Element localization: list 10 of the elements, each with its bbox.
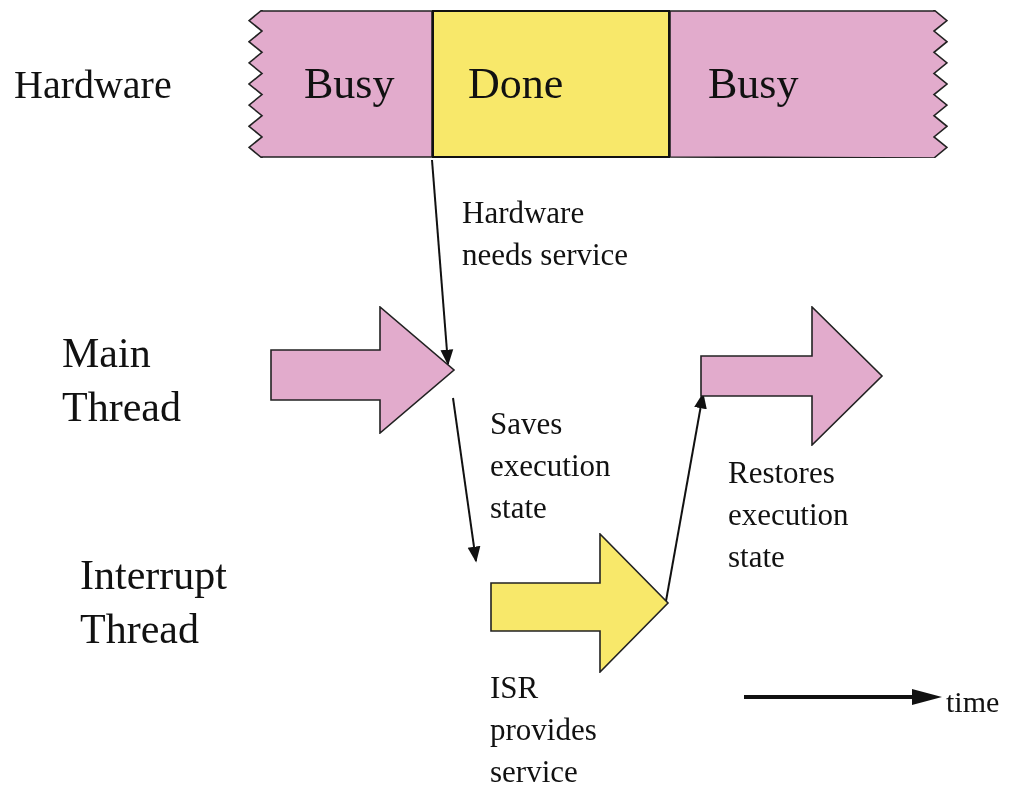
segment-label: Busy xyxy=(708,59,799,109)
arrow xyxy=(431,159,454,366)
row-label: Main Thread xyxy=(62,329,182,432)
row-label: Hardware xyxy=(14,61,173,109)
node-label: ISR provides service xyxy=(490,669,598,791)
axis-label: time xyxy=(946,684,1001,720)
row-label: Interrupt Thread xyxy=(80,551,228,654)
arrow xyxy=(452,397,481,563)
segment-label: Busy xyxy=(304,59,395,109)
segment-label: Done xyxy=(468,59,564,109)
